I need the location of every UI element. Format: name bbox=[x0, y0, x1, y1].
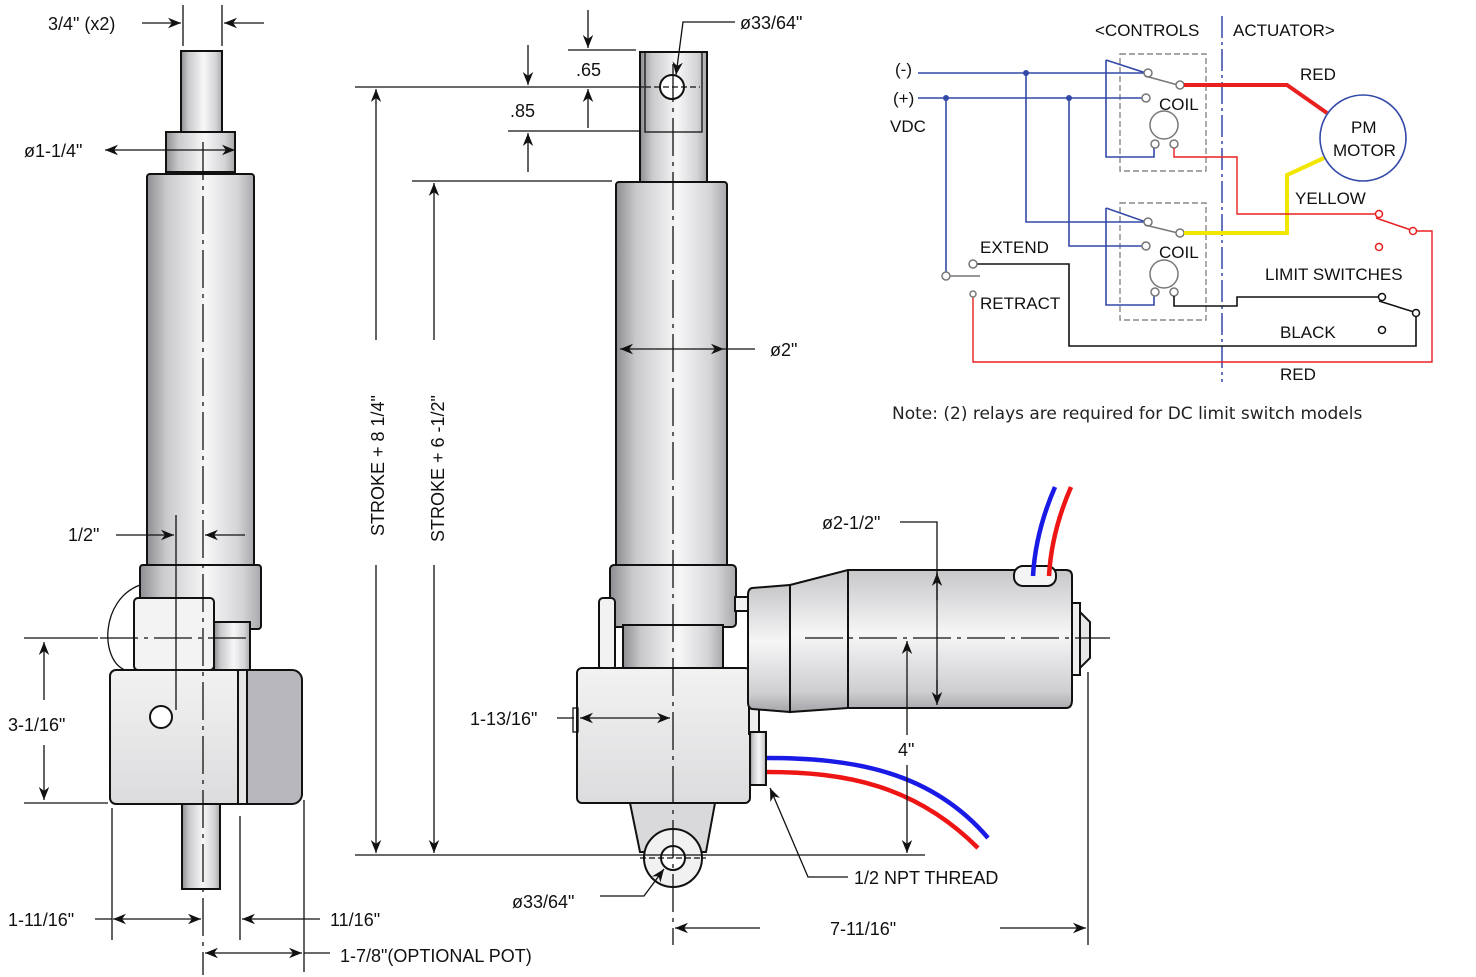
pos-label: (+) bbox=[893, 89, 914, 108]
retract-label: RETRACT bbox=[980, 294, 1060, 313]
wire-red-motor bbox=[1184, 83, 1329, 115]
relay-2: COIL bbox=[1141, 217, 1199, 297]
front-conduit-fitting bbox=[749, 731, 767, 786]
motor-label-1: PM bbox=[1351, 118, 1377, 137]
wire-label-black: BLACK bbox=[1280, 323, 1336, 342]
side-pot-flange bbox=[237, 669, 248, 805]
control-wires bbox=[918, 59, 1155, 306]
dim-rod-shoulder-dia: ø1-1/4" bbox=[24, 141, 82, 161]
neg-label: (-) bbox=[895, 60, 912, 79]
wire-yellow bbox=[1184, 156, 1325, 235]
side-view bbox=[100, 50, 303, 975]
dim-clevis-hole-bottom: ø33/64" bbox=[512, 892, 574, 912]
wire-label-yellow: YELLOW bbox=[1295, 189, 1366, 208]
side-lower-tube bbox=[213, 621, 251, 673]
dim-pot-width: 11/16" bbox=[330, 910, 380, 930]
wire-label-red-top: RED bbox=[1300, 65, 1336, 84]
dim-motor-dia: ø2-1/2" bbox=[822, 513, 880, 533]
relay-2-box bbox=[1119, 202, 1207, 321]
coil-label-1: COIL bbox=[1159, 95, 1199, 114]
limit-switches-label: LIMIT SWITCHES bbox=[1265, 265, 1403, 284]
front-bracket bbox=[598, 597, 616, 671]
wire-black-limit bbox=[1173, 296, 1379, 307]
wire-label-red-bottom: RED bbox=[1280, 365, 1316, 384]
side-pot-dome bbox=[107, 584, 141, 671]
dim-motor-height: 4" bbox=[898, 740, 914, 760]
dim-rod-end-width: 3/4" (x2) bbox=[48, 14, 115, 34]
front-gearbox-tab bbox=[572, 707, 579, 733]
dim-tube-dia: ø2" bbox=[770, 340, 797, 360]
extend-label: EXTEND bbox=[980, 238, 1049, 257]
front-motor-nose bbox=[747, 583, 791, 714]
front-view bbox=[572, 51, 1110, 945]
front-dimensions: .65 .85 ø33/64" STROKE + 8 1/4" STROKE +… bbox=[355, 10, 1089, 945]
wire-black-extend bbox=[976, 263, 1417, 347]
dim-gearbox-offset: 1-13/16" bbox=[470, 709, 537, 729]
motor-label-2: MOTOR bbox=[1333, 141, 1396, 160]
extend-retract-switch bbox=[941, 259, 980, 298]
relay-1: COIL bbox=[1141, 68, 1199, 149]
motor-lead-blue bbox=[1030, 486, 1058, 577]
wiring-note: Note: (2) relays are required for DC lim… bbox=[892, 404, 1362, 424]
side-gear-block bbox=[133, 597, 215, 671]
dim-pot-total: 1-7/8"(OPTIONAL POT) bbox=[340, 946, 532, 966]
dim-body-length: STROKE + 6 -1/2" bbox=[428, 395, 448, 542]
vdc-label: VDC bbox=[890, 117, 926, 136]
front-motor-endcap bbox=[1071, 602, 1081, 676]
dim-conduit: 1/2 NPT THREAD bbox=[854, 868, 998, 888]
dim-offset: 1/2" bbox=[68, 525, 99, 545]
relay-1-box bbox=[1119, 53, 1207, 172]
dim-clevis-depth: .85 bbox=[510, 101, 535, 121]
dim-overall-width: 7-11/16" bbox=[830, 919, 896, 939]
side-outer-tube bbox=[146, 173, 255, 567]
gearbox-lead-red bbox=[766, 769, 980, 850]
front-gearbox bbox=[576, 667, 751, 804]
controls-label: <CONTROLS bbox=[1095, 21, 1199, 40]
dim-clevis-hole-top: ø33/64" bbox=[740, 13, 802, 33]
side-rod-end bbox=[180, 50, 223, 134]
dim-retracted-length: STROKE + 8 1/4" bbox=[368, 395, 388, 536]
front-motor-shaft bbox=[1079, 609, 1091, 671]
wire-red-limit-1 bbox=[1173, 148, 1376, 215]
side-rear-clevis bbox=[181, 803, 221, 890]
coil-label-2: COIL bbox=[1159, 243, 1199, 262]
side-rod-shoulder bbox=[165, 131, 236, 173]
front-motor-body bbox=[789, 569, 1073, 714]
dim-left-width: 1-11/16" bbox=[8, 910, 74, 930]
dim-clevis-offset-top: .65 bbox=[576, 60, 601, 80]
motor-lead-red bbox=[1046, 486, 1074, 577]
side-dimensions: 3/4" (x2) ø1-1/4" 1/2" 3-1/16" 1-11/16" … bbox=[8, 5, 532, 972]
wire-red-retract bbox=[972, 230, 1433, 363]
actuator-label: ACTUATOR> bbox=[1233, 21, 1335, 40]
gearbox-lead-blue bbox=[766, 755, 990, 840]
side-pin-hole bbox=[149, 705, 173, 729]
dim-gearbox-height: 3-1/16" bbox=[8, 715, 65, 735]
front-outer-tube bbox=[615, 181, 728, 569]
wiring-diagram: <CONTROLS ACTUATOR> (-) (+) VDC bbox=[890, 16, 1433, 424]
pm-motor-symbol bbox=[1319, 94, 1407, 182]
